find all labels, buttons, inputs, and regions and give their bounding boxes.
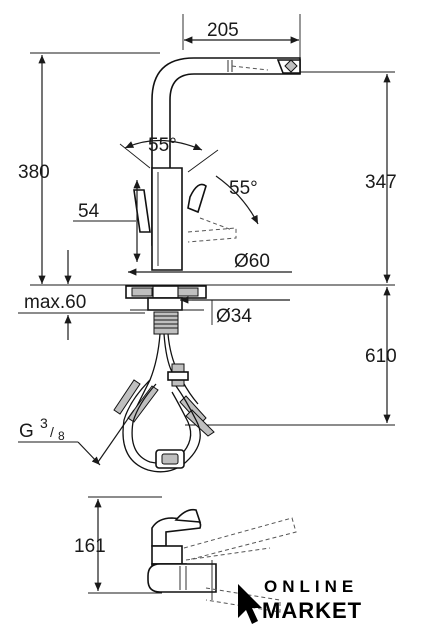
lever-offset-label: 54 bbox=[78, 201, 100, 222]
base-diameter-label: Ø60 bbox=[234, 251, 270, 272]
dimension-diameter-60: Ø60 bbox=[128, 251, 292, 276]
connection-label: G 3 / 8 bbox=[18, 415, 101, 466]
connection-slash: / bbox=[50, 424, 54, 440]
online-market-logo: ONLINE MARKET bbox=[238, 577, 362, 624]
hose-length-label: 610 bbox=[365, 346, 397, 367]
height-total-label: 380 bbox=[18, 162, 50, 183]
lever-angles: 55° 55° bbox=[119, 135, 259, 243]
angle-left-label: 55° bbox=[148, 135, 177, 156]
dimension-610: 610 bbox=[185, 287, 397, 426]
height-spout-label: 347 bbox=[365, 172, 397, 193]
mounting-section bbox=[125, 285, 207, 311]
max-thickness-label: max.60 bbox=[24, 292, 86, 313]
connection-numerator: 3 bbox=[40, 415, 48, 431]
side-height-label: 161 bbox=[74, 536, 106, 557]
angle-right-label: 55° bbox=[229, 178, 258, 199]
dimension-380: 380 bbox=[18, 52, 160, 284]
hose-loop bbox=[122, 379, 201, 473]
connection-denominator: 8 bbox=[58, 429, 65, 443]
dimension-54: 54 bbox=[73, 180, 141, 262]
faucet-body bbox=[151, 167, 183, 271]
dimension-diameter-34: Ø34 bbox=[180, 296, 290, 327]
dimension-347: 347 bbox=[300, 71, 397, 283]
dimension-max60: max.60 bbox=[18, 250, 145, 340]
width-top-label: 205 bbox=[207, 20, 239, 41]
side-view: 161 bbox=[74, 496, 297, 613]
logo-line-1: ONLINE bbox=[264, 577, 358, 596]
logo-line-2: MARKET bbox=[262, 598, 362, 623]
connection-hoses bbox=[97, 379, 215, 463]
shank-connectors bbox=[129, 311, 199, 421]
dimension-205: 205 bbox=[182, 14, 301, 60]
connection-g-label: G bbox=[19, 421, 34, 442]
hole-diameter-label: Ø34 bbox=[216, 306, 252, 327]
